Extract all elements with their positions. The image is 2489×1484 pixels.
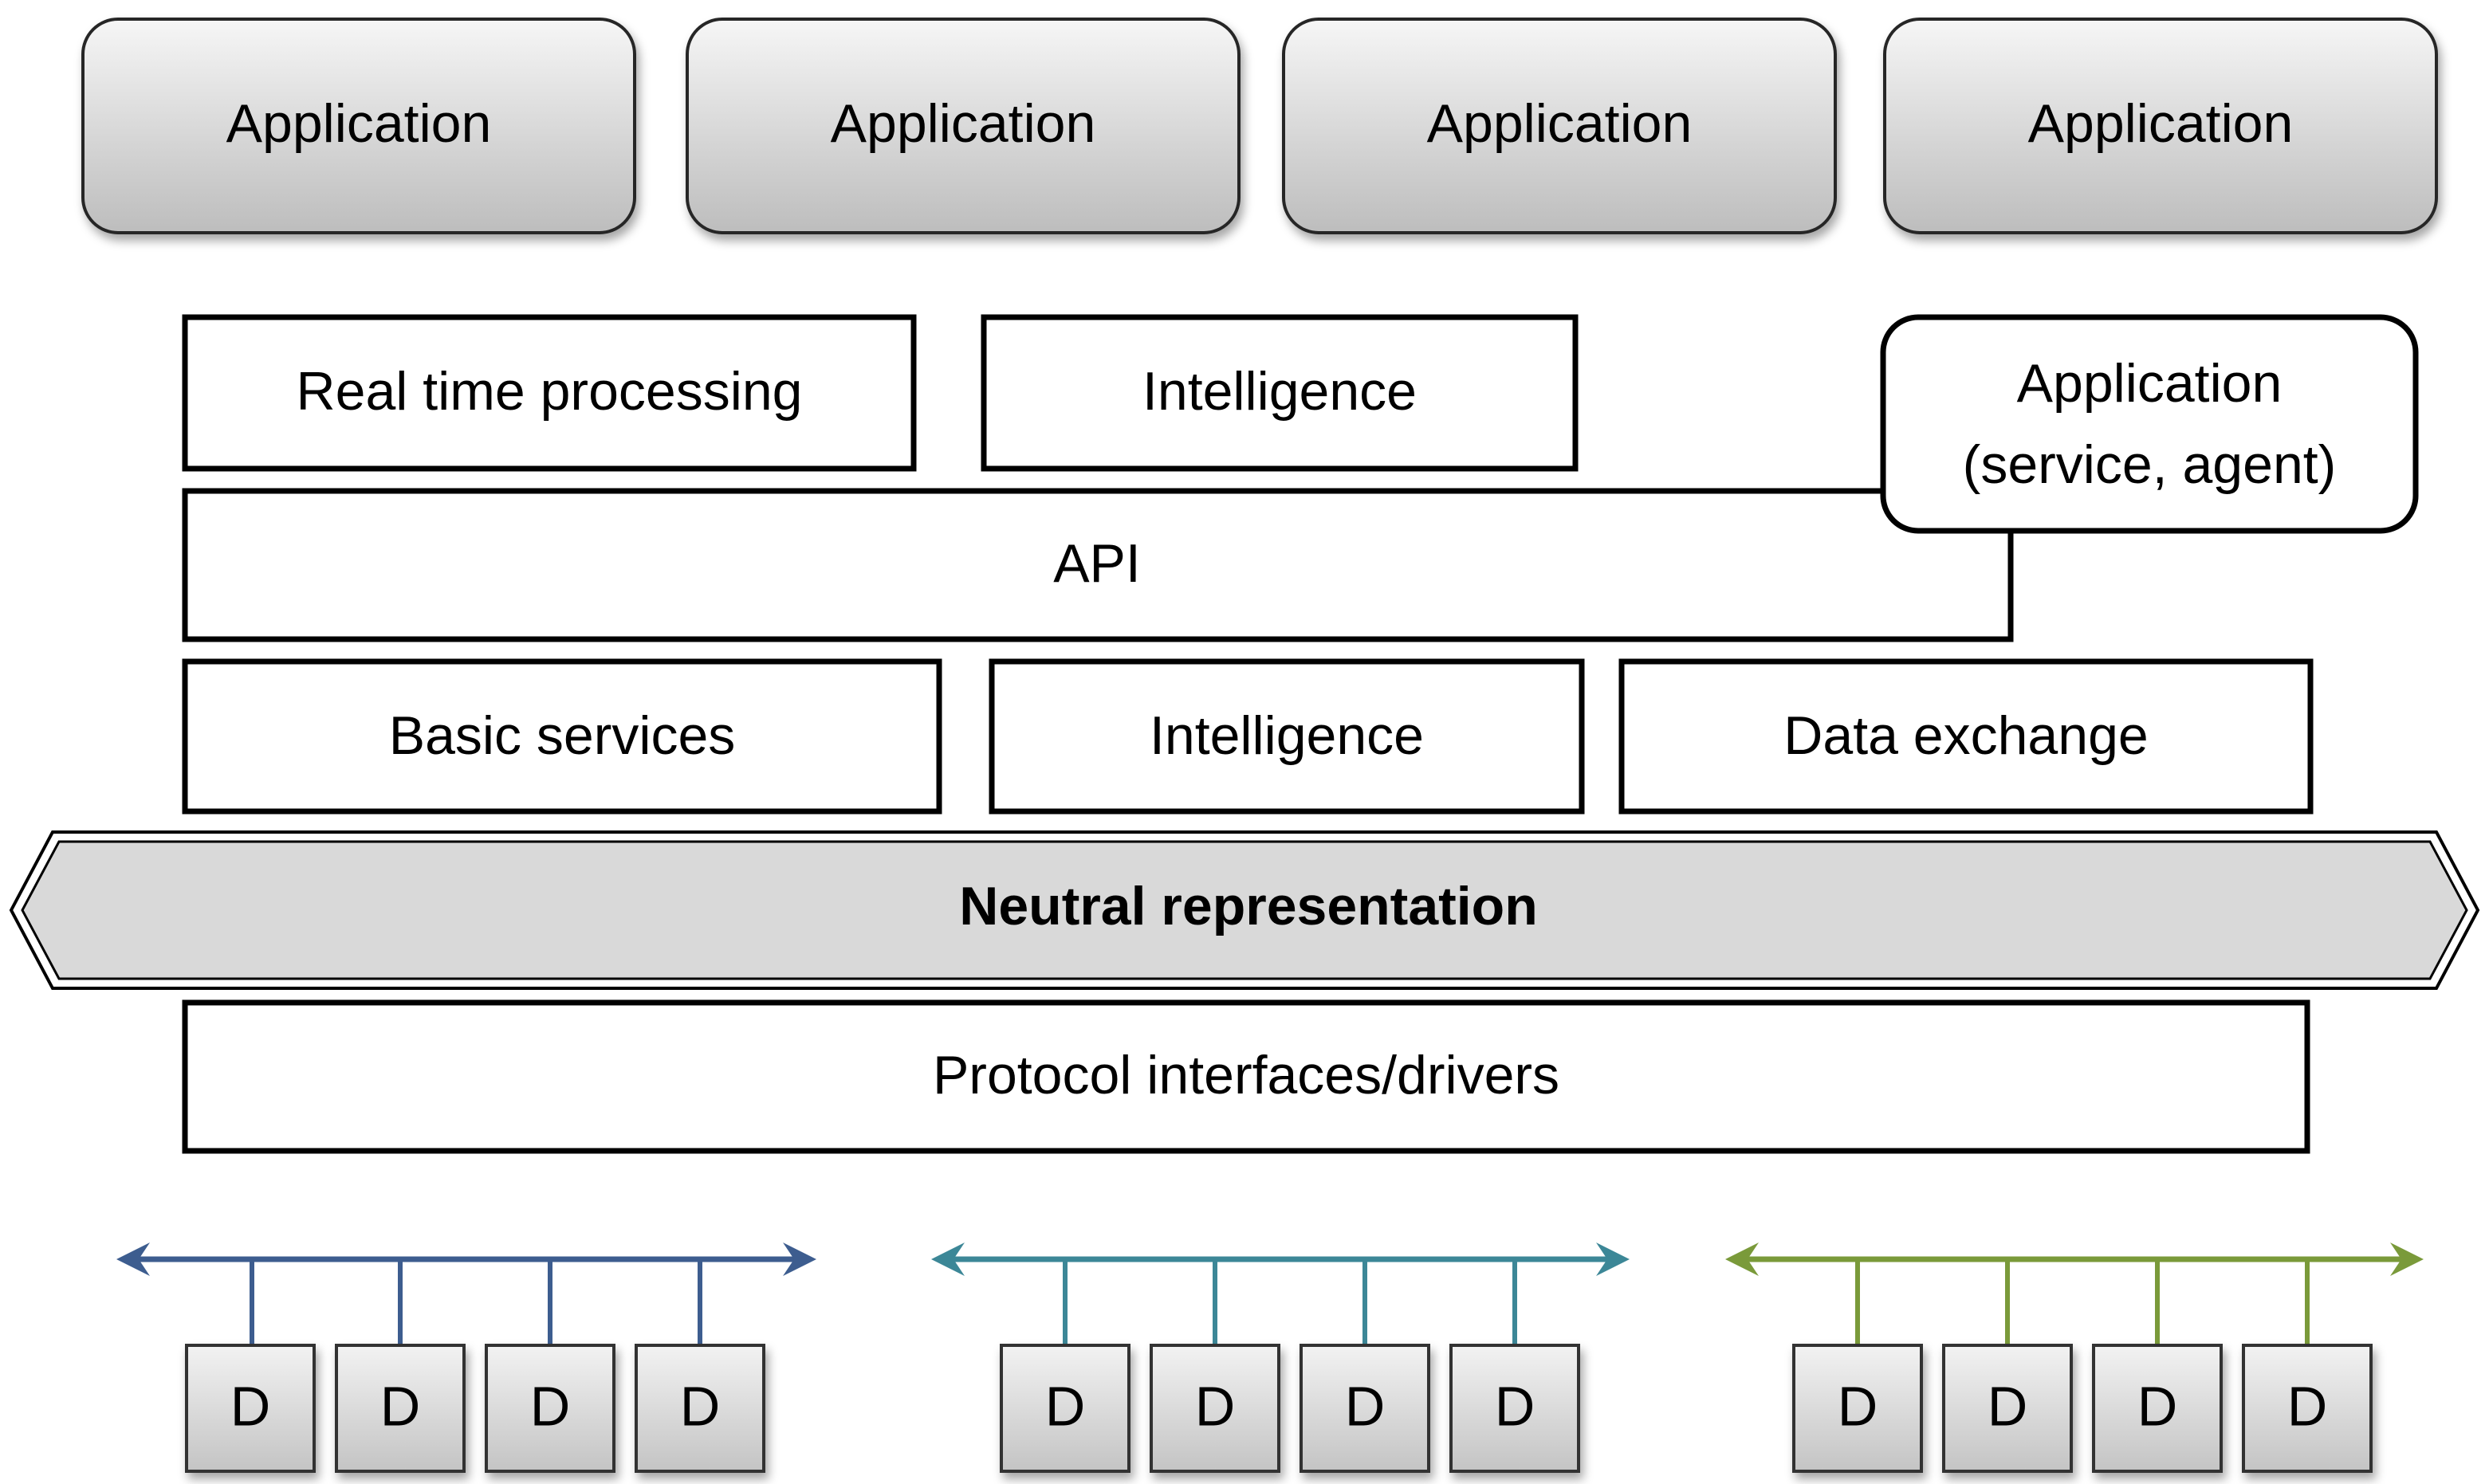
device-label: D [380,1375,421,1437]
device-1-3: D [485,1344,615,1473]
api-box: API [182,488,2014,642]
application-box-2: Application [686,18,1241,234]
intelligence-box-lower: Intelligence [989,658,1585,815]
device-1-1: D [185,1344,316,1473]
device-label: D [680,1375,721,1437]
device-bus-1: D D D D [116,1243,816,1473]
device-label: D [1195,1375,1236,1437]
neutral-representation-band: Neutral representation [9,830,2480,990]
device-label: D [2137,1375,2178,1437]
basic-services-box: Basic services [182,658,942,815]
application-box-1: Application [81,18,636,234]
intelligence-label-lower: Intelligence [1150,705,1424,766]
device-bus-2: D D D D [931,1243,1630,1473]
device-label: D [1345,1375,1386,1437]
realtime-processing-box: Real time processing [182,314,917,472]
device-label: D [230,1375,271,1437]
device-2-1: D [1000,1344,1130,1473]
device-3-2: D [1942,1344,2073,1473]
application-row: Application Application Application Appl… [81,18,2438,234]
device-2-3: D [1300,1344,1430,1473]
api-label: API [1053,533,1141,594]
device-3-1: D [1792,1344,1923,1473]
device-label: D [1988,1375,2028,1437]
realtime-processing-label: Real time processing [297,361,803,422]
device-2-4: D [1449,1344,1580,1473]
application-box-3: Application [1282,18,1837,234]
application-label-2: Application [831,93,1096,154]
application-label-1: Application [226,93,492,154]
application-label-3: Application [1427,93,1693,154]
protocol-interfaces-box: Protocol interfaces/drivers [182,999,2310,1154]
intelligence-label-upper: Intelligence [1142,361,1417,422]
application-agent-label-line1: Application [2017,353,2283,414]
device-label: D [1838,1375,1878,1437]
data-exchange-box: Data exchange [1618,658,2314,815]
device-2-2: D [1150,1344,1280,1473]
device-1-4: D [635,1344,765,1473]
application-label-4: Application [2028,93,2294,154]
device-1-2: D [335,1344,466,1473]
data-exchange-label: Data exchange [1783,705,2148,766]
device-label: D [1045,1375,1086,1437]
device-bus-3: D D D D [1725,1243,2424,1473]
application-box-4: Application [1883,18,2438,234]
device-label: D [530,1375,571,1437]
device-3-3: D [2092,1344,2223,1473]
device-label: D [2287,1375,2328,1437]
neutral-representation-label: Neutral representation [959,876,1538,936]
application-agent-box: Application (service, agent) [1880,314,2419,534]
basic-services-label: Basic services [389,705,736,766]
protocol-interfaces-label: Protocol interfaces/drivers [933,1045,1559,1105]
device-label: D [1495,1375,1535,1437]
device-3-4: D [2242,1344,2373,1473]
application-agent-label-line2: (service, agent) [1963,434,2337,495]
intelligence-box-upper: Intelligence [981,314,1579,472]
